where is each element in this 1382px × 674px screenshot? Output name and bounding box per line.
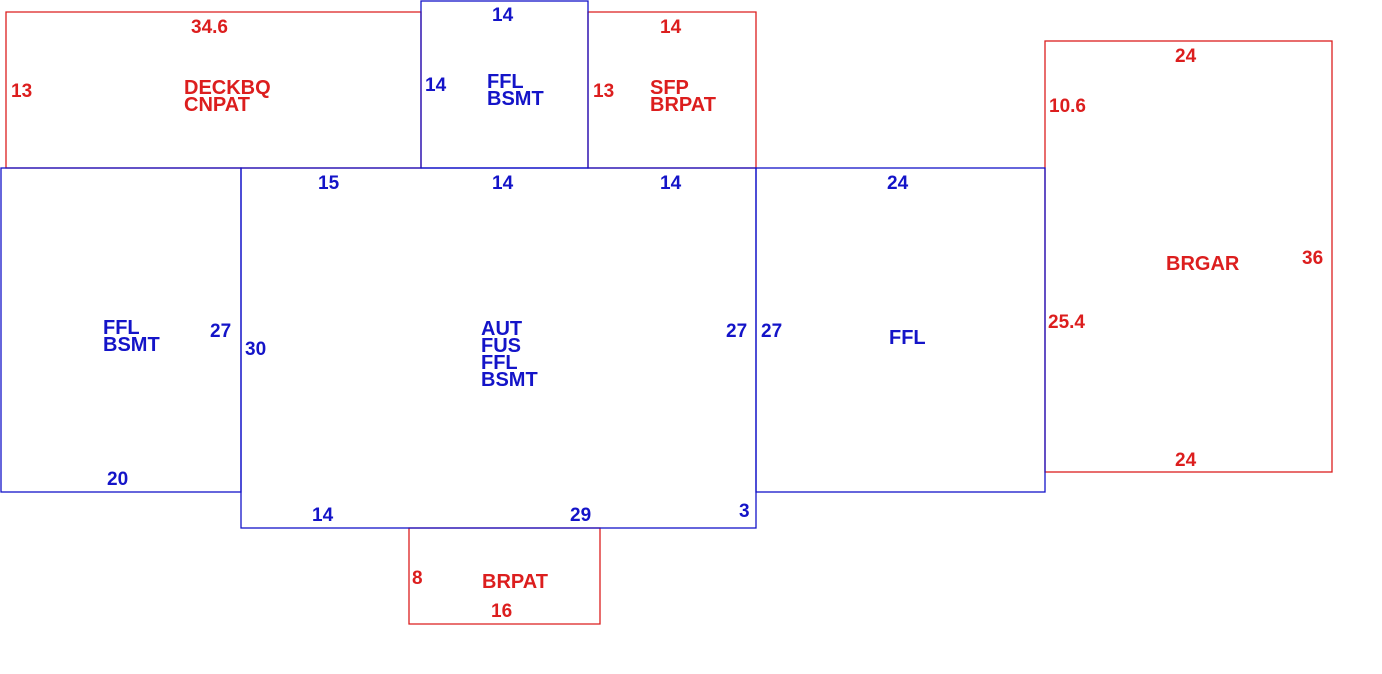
right-wing-top-dim: 24 — [887, 173, 909, 194]
upper-middle-top-dim: 14 — [492, 5, 514, 26]
garage-left-upper-dim: 10.6 — [1049, 96, 1086, 117]
main-top-dim-3: 14 — [660, 173, 682, 194]
deck-code-2: CNPAT — [184, 94, 250, 116]
garage-left-lower-dim: 25.4 — [1048, 312, 1085, 333]
main-bottom-dim-2: 29 — [570, 505, 591, 526]
garage-code: BRGAR — [1166, 253, 1240, 275]
main-bottom-dim-1: 14 — [312, 505, 334, 526]
upper-middle-code-2: BSMT — [487, 88, 544, 110]
rear-patio-left-dim: 8 — [412, 568, 423, 589]
deck-top-dim: 34.6 — [191, 17, 228, 38]
main-top-dim-2: 14 — [492, 173, 514, 194]
sun-porch-code-2: BRPAT — [650, 94, 716, 116]
main-code-2: FUS — [481, 335, 521, 357]
right-wing-left-dim: 27 — [761, 321, 782, 342]
main-right-dim: 27 — [726, 321, 747, 342]
sun-porch-left-dim: 13 — [593, 81, 614, 102]
sun-porch-top-dim: 14 — [660, 17, 682, 38]
left-wing-right-dim: 27 — [210, 321, 231, 342]
upper-middle-code-1: FFL — [487, 71, 524, 93]
deck-code-1: DECKBQ — [184, 77, 271, 99]
main-top-dim-1: 15 — [318, 173, 340, 194]
right-wing-outline — [755, 167, 1046, 493]
main-bottom-dim-3: 3 — [739, 501, 750, 522]
main-code-4: BSMT — [481, 369, 538, 391]
main-code-1: AUT — [481, 318, 522, 340]
garage-bottom-dim: 24 — [1175, 450, 1197, 471]
rear-patio-bottom-dim: 16 — [491, 601, 512, 622]
main-left-dim: 30 — [245, 339, 266, 360]
garage-top-dim: 24 — [1175, 46, 1197, 67]
main-code-3: FFL — [481, 352, 518, 374]
garage-right-dim: 36 — [1302, 248, 1323, 269]
rear-patio-code: BRPAT — [482, 571, 548, 593]
deck-left-dim: 13 — [11, 81, 32, 102]
upper-middle-left-dim: 14 — [425, 75, 447, 96]
left-wing-code-2: BSMT — [103, 334, 160, 356]
left-wing-bottom-dim: 20 — [107, 469, 128, 490]
right-wing-code: FFL — [889, 327, 926, 349]
sun-porch-code-1: SFP — [650, 77, 689, 99]
left-wing-code-1: FFL — [103, 317, 140, 339]
